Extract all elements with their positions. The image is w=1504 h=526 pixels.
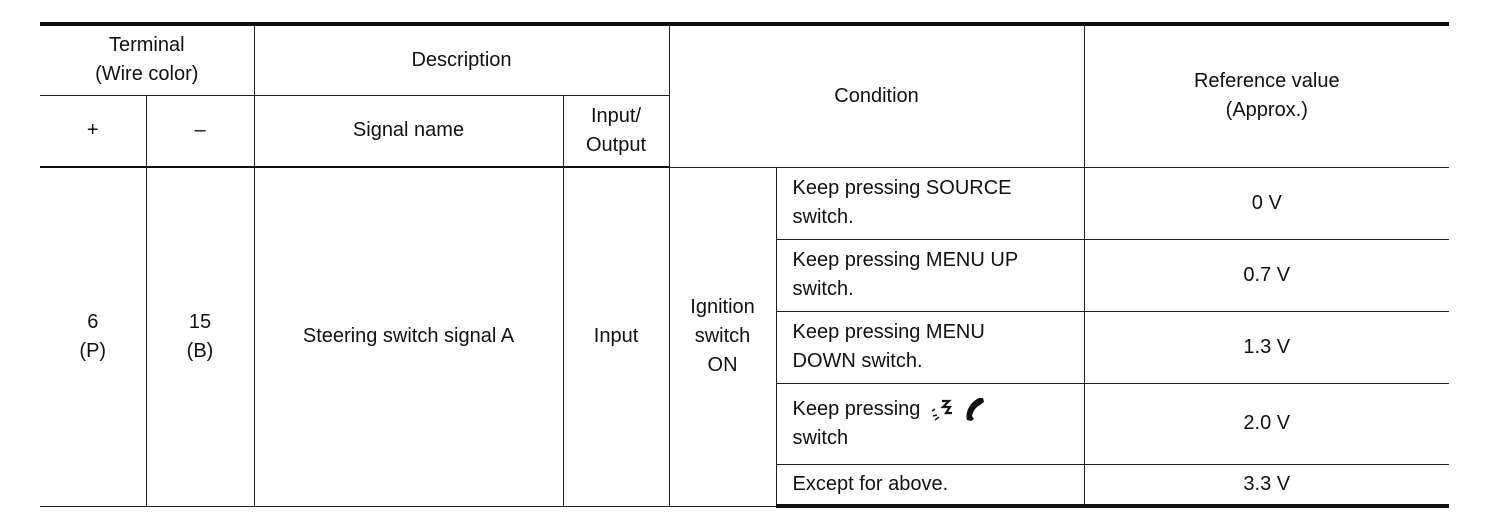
header-reference-value: Reference value (Approx.) [1083,22,1450,168]
condition-voice-phone-line2: switch [792,426,849,449]
value-voice-phone: 2.0 V [1083,382,1450,465]
header-signal-name: Signal name [253,94,564,168]
condition-voice-phone: Keep pressing switch [776,382,1085,465]
header-input-output: Input/ Output [562,94,670,168]
condition-menu-down: Keep pressing MENU DOWN switch. [776,310,1085,384]
terminal-reference-table: Terminal (Wire color) Description Condit… [40,22,1450,508]
header-plus: + [40,94,147,168]
value-menu-down: 1.3 V [1083,310,1450,384]
voice-recognition-icon [928,397,954,421]
phone-icon [962,396,990,422]
minus-terminal: 15 (B) [145,166,255,507]
condition-main: Ignition switch ON [668,166,777,507]
header-minus: – [145,94,255,168]
input-output: Input [562,166,670,507]
value-except: 3.3 V [1083,463,1450,508]
header-condition: Condition [668,22,1085,168]
signal-name: Steering switch signal A [253,166,564,507]
header-terminal: Terminal (Wire color) [40,22,255,96]
condition-menu-up: Keep pressing MENU UP switch. [776,238,1085,312]
condition-voice-phone-line1: Keep pressing [793,395,1084,424]
value-source: 0 V [1083,166,1450,240]
condition-source: Keep pressing SOURCE switch. [775,166,1085,240]
header-description: Description [253,22,670,96]
plus-terminal: 6 (P) [40,166,147,507]
condition-except: Except for above. [776,463,1085,508]
value-menu-up: 0.7 V [1083,238,1450,312]
